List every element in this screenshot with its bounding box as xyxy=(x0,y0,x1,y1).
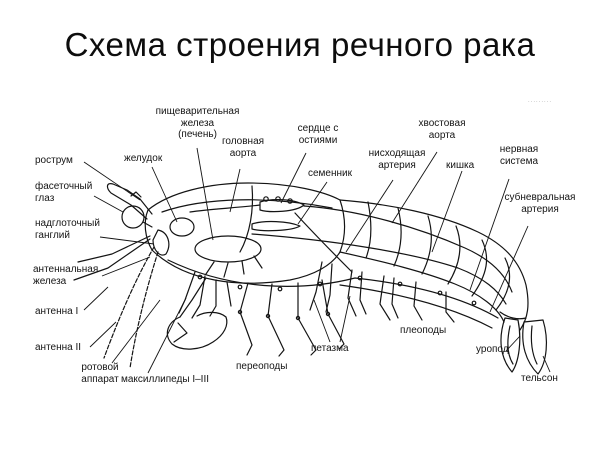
label-telson: тельсон xyxy=(521,373,558,384)
label-rostrum: рострум xyxy=(35,155,73,166)
carapace-outline xyxy=(144,182,346,284)
label-testis: семенник xyxy=(308,168,353,179)
abdomen-segments xyxy=(339,199,529,331)
label-petasma: петазма xyxy=(311,343,349,354)
label-descending-artery: нисходящая артерия xyxy=(368,148,426,171)
pereopods-shape xyxy=(237,279,345,357)
label-heart-with-ostia: сердце с остиями xyxy=(297,123,339,146)
telson-blade xyxy=(522,319,548,375)
label-intestine: кишка xyxy=(446,160,475,171)
label-antenna-1: антенна I xyxy=(35,306,79,317)
label-digestive-gland: пищеварительная железа (печень) xyxy=(155,106,240,141)
tail-aorta-line xyxy=(303,205,513,293)
testis-shape xyxy=(251,220,301,232)
claw-shape xyxy=(166,277,228,350)
label-nervous-system: нервная система xyxy=(499,144,539,167)
descending-artery-line xyxy=(294,212,353,273)
rostrum-shape xyxy=(106,183,153,220)
label-compound-eye: фасеточный глаз xyxy=(35,181,93,204)
nerve-cord-line xyxy=(167,259,499,319)
mouthparts-shape xyxy=(152,229,170,256)
label-antennal-gland: антеннальная железа xyxy=(33,264,99,287)
uropod-blade xyxy=(500,317,521,373)
stomach-shape xyxy=(169,217,195,237)
head-aorta-line xyxy=(189,204,261,213)
intestine-line xyxy=(251,233,507,305)
label-uropod: уропод xyxy=(476,344,509,355)
digestive-gland-shape xyxy=(194,235,263,278)
label-antenna-2: антенна II xyxy=(35,342,82,353)
label-tail-aorta: хвостовая аорта xyxy=(418,118,466,141)
page-title: Схема строения речного рака xyxy=(64,26,536,63)
label-supraesophageal-ganglion: надглоточный ганглий xyxy=(35,218,100,241)
illegible-watermark: ········· xyxy=(528,99,552,105)
heart-shape xyxy=(259,196,305,213)
label-mouthparts: ротовой аппарат xyxy=(81,362,119,385)
label-stomach: желудок xyxy=(124,153,163,164)
label-pleopods: плеоподы xyxy=(400,325,447,336)
label-maxillipeds: максиллипеды I–III xyxy=(121,374,209,385)
compound-eye-shape xyxy=(121,205,153,229)
pleopods-shape xyxy=(309,261,455,323)
subneural-artery-line xyxy=(339,284,493,329)
label-pereopods: переоподы xyxy=(236,361,288,372)
label-head-aorta: головная аорта xyxy=(221,136,265,159)
label-subneural-artery: субневральная артерия xyxy=(504,192,576,215)
tail-fan xyxy=(499,311,548,375)
leader-lines xyxy=(83,147,551,374)
